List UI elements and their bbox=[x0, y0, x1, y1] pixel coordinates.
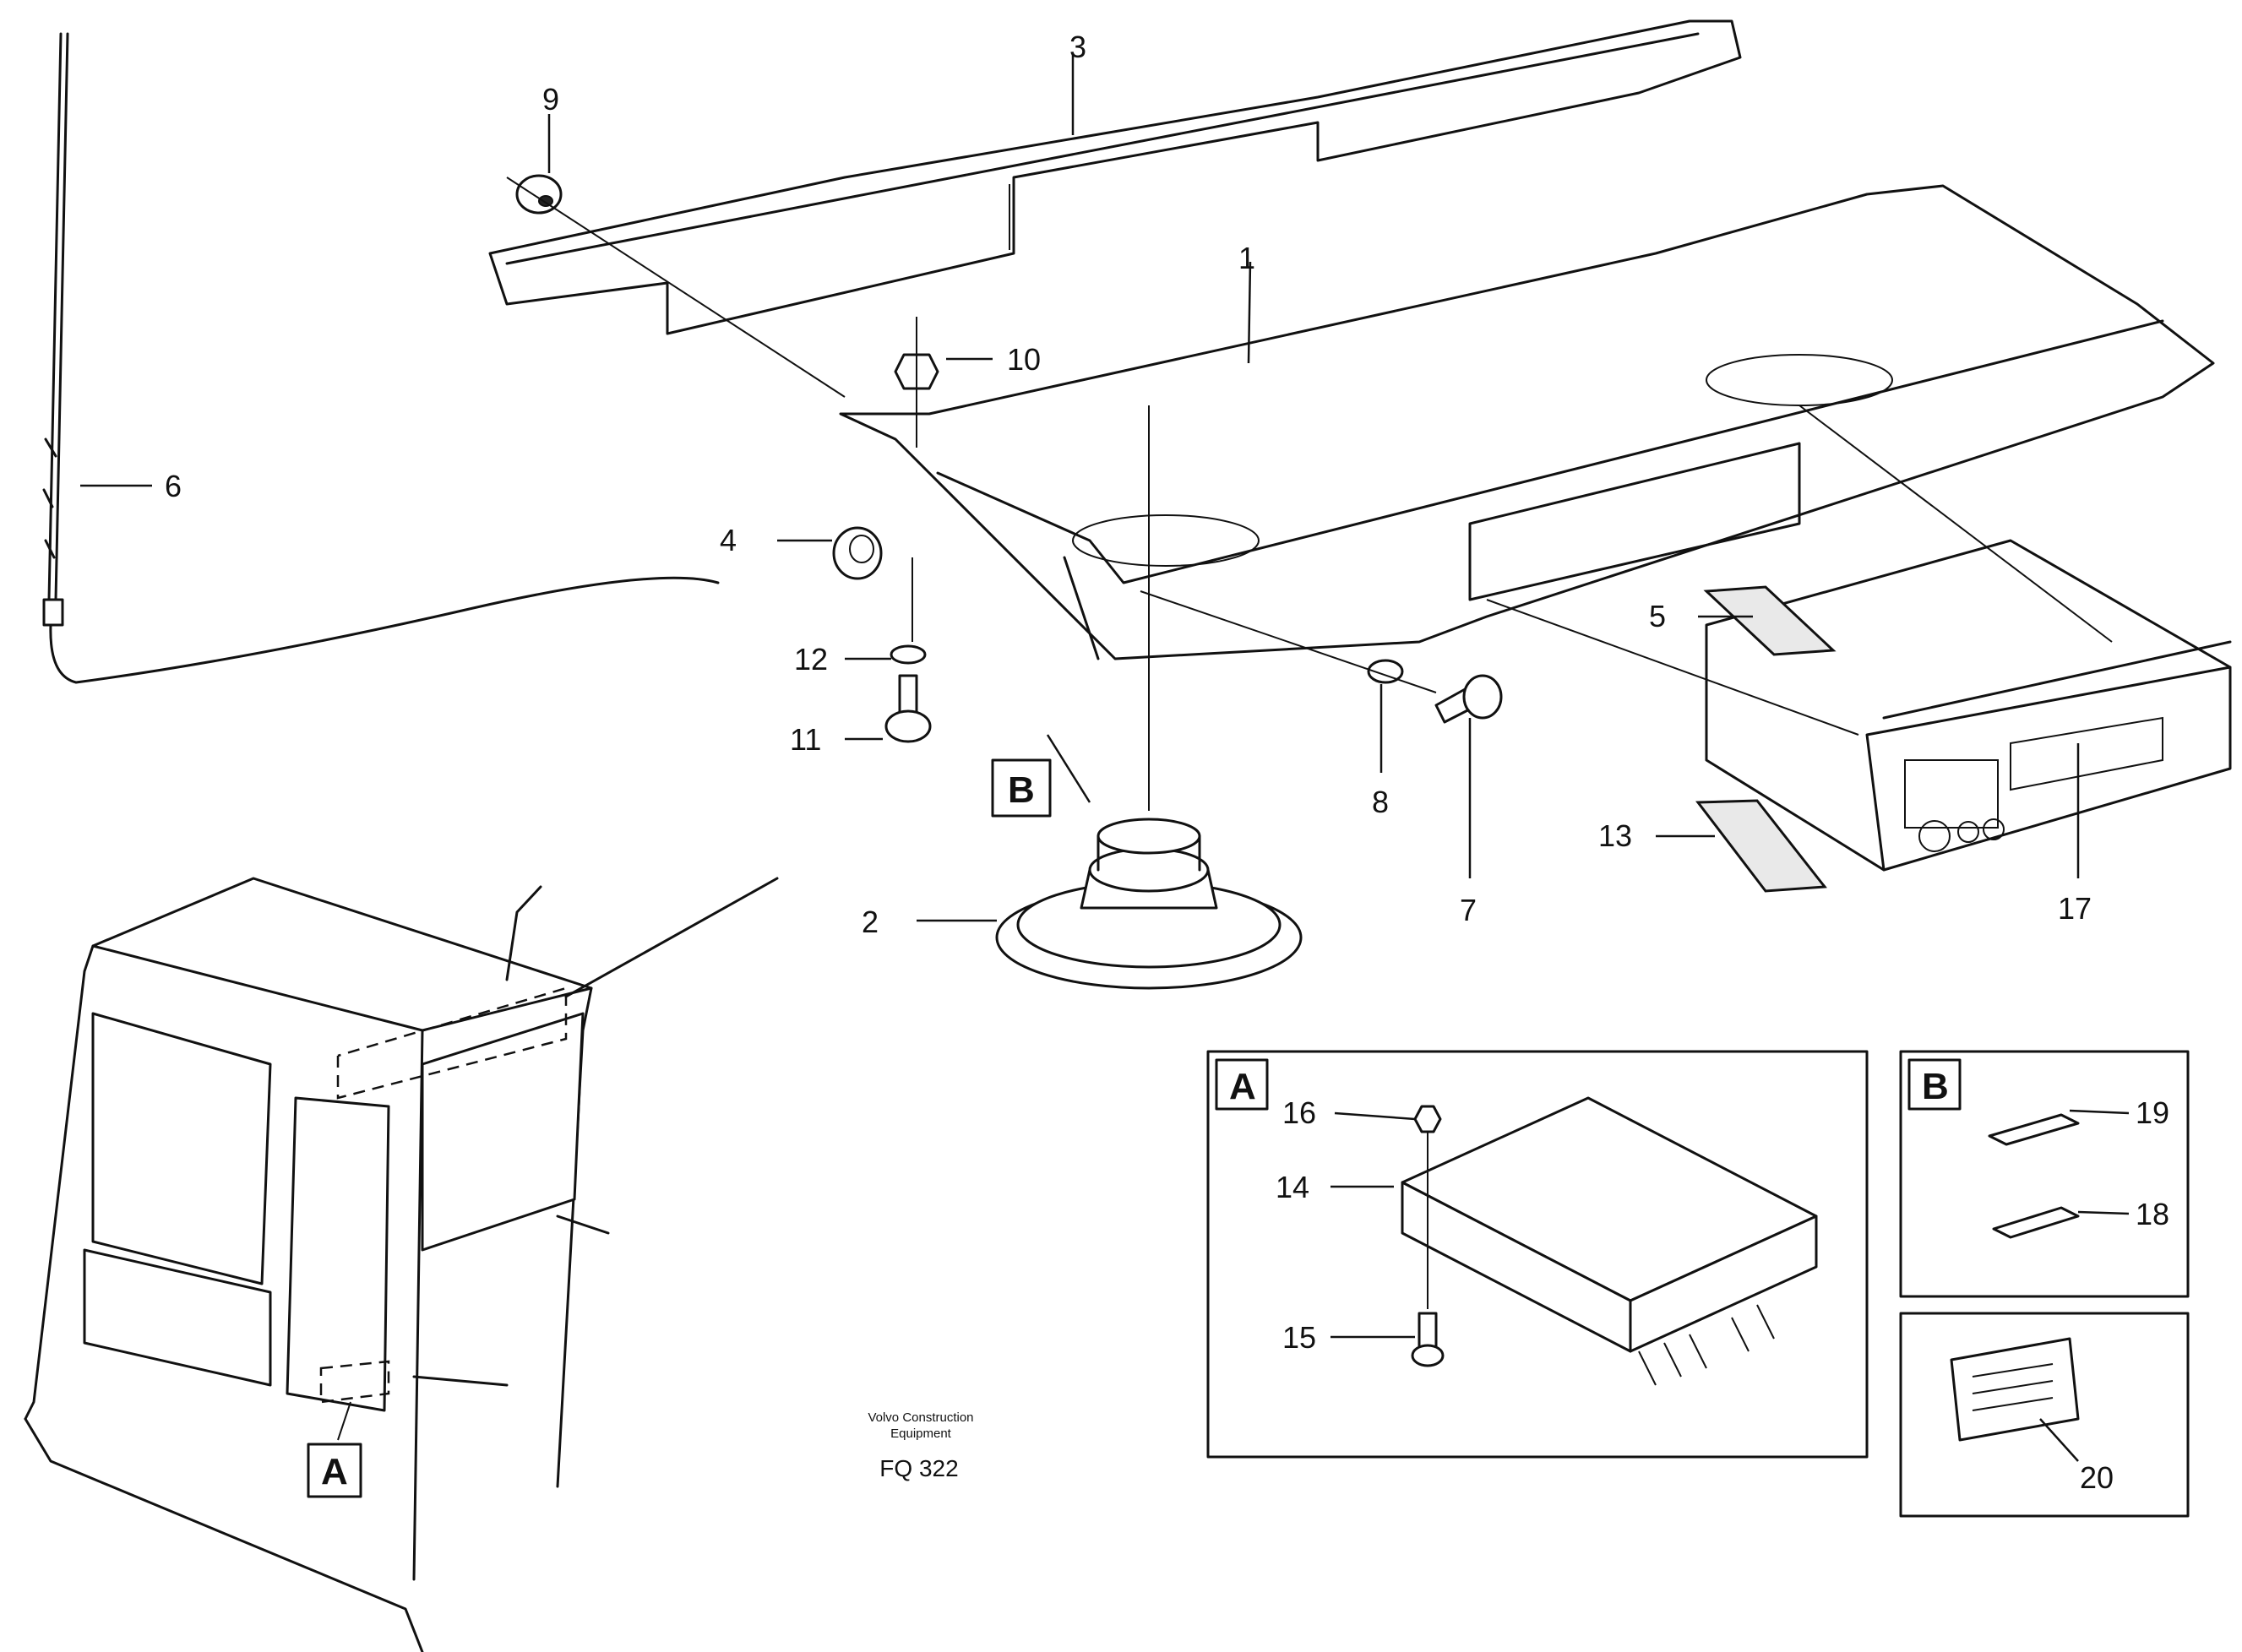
screw-11 bbox=[884, 674, 932, 743]
pad-13 bbox=[1695, 799, 1827, 893]
label-part-18: 18 bbox=[2136, 1197, 2169, 1231]
detail-callout-a-letter: A bbox=[321, 1451, 348, 1492]
manufacturer-line-2: Equipment bbox=[890, 1426, 952, 1441]
label-part-19: 19 bbox=[2136, 1095, 2169, 1130]
screw-7 bbox=[1434, 674, 1503, 724]
detail-box-a-letter: A bbox=[1229, 1066, 1256, 1107]
drawing-code: FQ 322 bbox=[879, 1455, 958, 1481]
label-part-7: 7 bbox=[1460, 893, 1477, 927]
detail-box-b bbox=[1899, 1050, 2190, 1298]
label-part-8: 8 bbox=[1372, 785, 1389, 819]
label-part-16: 16 bbox=[1282, 1095, 1316, 1130]
manufacturer-line-1: Volvo Construction bbox=[868, 1410, 973, 1425]
antenna bbox=[42, 32, 720, 684]
label-part-20: 20 bbox=[2080, 1460, 2114, 1495]
label-part-14: 14 bbox=[1276, 1170, 1309, 1204]
label-part-13: 13 bbox=[1598, 818, 1632, 853]
leader-lines bbox=[80, 55, 2130, 1462]
grommet-4 bbox=[832, 526, 883, 580]
cab-outline bbox=[24, 877, 779, 1652]
detail-callout-b-box bbox=[991, 758, 1052, 818]
label-part-12: 12 bbox=[794, 642, 828, 677]
label-part-4: 4 bbox=[720, 523, 737, 557]
washer-12 bbox=[890, 644, 927, 665]
rail bbox=[488, 19, 1742, 335]
label-part-17: 17 bbox=[2058, 891, 2092, 926]
pad-5 bbox=[1703, 585, 1837, 656]
label-part-3: 3 bbox=[1069, 30, 1086, 64]
detail-box-b-letter: B bbox=[1922, 1066, 1949, 1107]
label-part-2: 2 bbox=[862, 905, 879, 939]
detail-box-a bbox=[1206, 1050, 1869, 1459]
label-part-6: 6 bbox=[165, 469, 182, 503]
loudspeaker bbox=[995, 818, 1303, 990]
label-part-15: 15 bbox=[1282, 1320, 1316, 1355]
label-part-11: 11 bbox=[790, 722, 821, 757]
grommet-9 bbox=[515, 174, 563, 215]
label-part-10: 10 bbox=[1007, 342, 1041, 377]
label-part-9: 9 bbox=[542, 82, 559, 117]
label-part-5: 5 bbox=[1649, 599, 1666, 633]
explode-lines bbox=[506, 177, 2113, 811]
radio bbox=[1705, 539, 2232, 872]
washer-8 bbox=[1367, 659, 1404, 684]
manual-box bbox=[1899, 1312, 2190, 1518]
detail-callout-a-box bbox=[307, 1443, 362, 1498]
detail-callout-b-letter: B bbox=[1008, 769, 1035, 811]
label-part-1: 1 bbox=[1238, 241, 1255, 275]
